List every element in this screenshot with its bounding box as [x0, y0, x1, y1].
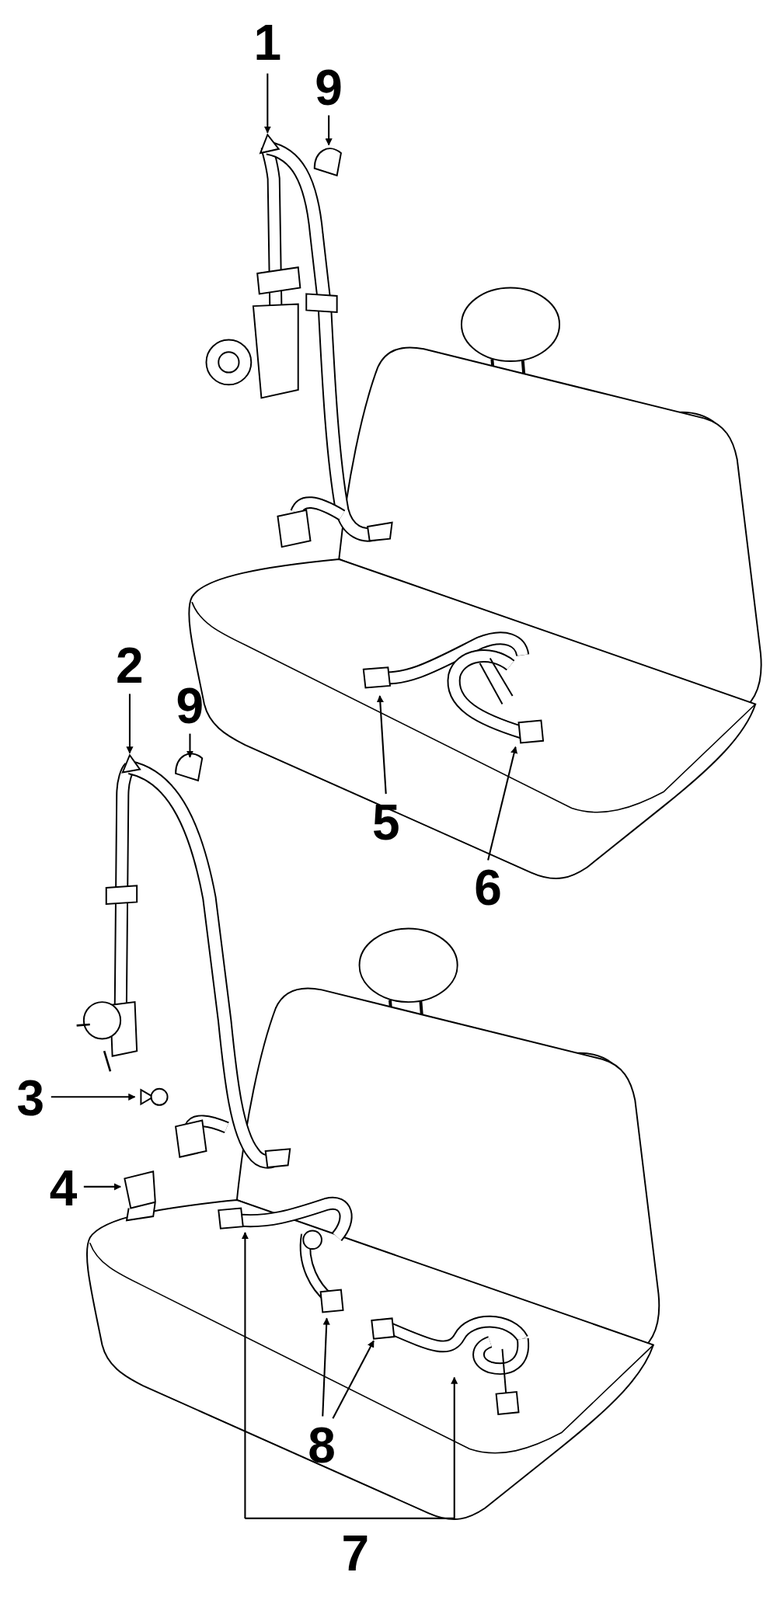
callout-number: 1	[253, 17, 282, 68]
callout-number: 8	[307, 1421, 336, 1471]
latch-tongue	[277, 510, 311, 548]
anchor-plate	[122, 755, 140, 773]
button-stopper	[151, 1089, 168, 1106]
buckle-assembly	[218, 1203, 523, 1415]
retractor-spool	[83, 1002, 121, 1039]
rear-bench-seat	[188, 287, 761, 879]
latch-tongue	[175, 1121, 206, 1158]
belt-webbing	[129, 767, 278, 1162]
callout-number: 4	[49, 1163, 78, 1214]
callout-number: 5	[372, 797, 401, 848]
callout-number: 7	[341, 1529, 370, 1579]
anchor-cover	[175, 753, 203, 781]
shoulder-belt	[76, 753, 291, 1221]
shoulder-belt	[205, 134, 392, 548]
belt-guide	[306, 293, 337, 313]
anchor-cover	[314, 148, 342, 176]
anchor-plate	[367, 522, 393, 542]
retractor-spool	[218, 351, 239, 373]
retractor-spool	[205, 339, 251, 385]
callout-number: 2	[115, 641, 144, 691]
callout-number: 3	[17, 1073, 46, 1124]
callout-number: 9	[314, 62, 343, 113]
callout-number: 6	[473, 863, 502, 913]
anchor-plate	[260, 134, 279, 154]
bracket	[124, 1171, 155, 1221]
retractor-bolt	[76, 1024, 111, 1072]
anchor-plate	[265, 1149, 291, 1168]
leader-lines	[51, 73, 516, 1520]
callout-number: 9	[176, 681, 205, 732]
mount-bracket	[257, 267, 300, 294]
retractor-body	[253, 304, 299, 399]
buckle-assembly	[363, 638, 544, 744]
belt-guide	[106, 885, 137, 905]
belt-webbing	[129, 767, 278, 1162]
rear-bench-seat	[87, 929, 659, 1521]
